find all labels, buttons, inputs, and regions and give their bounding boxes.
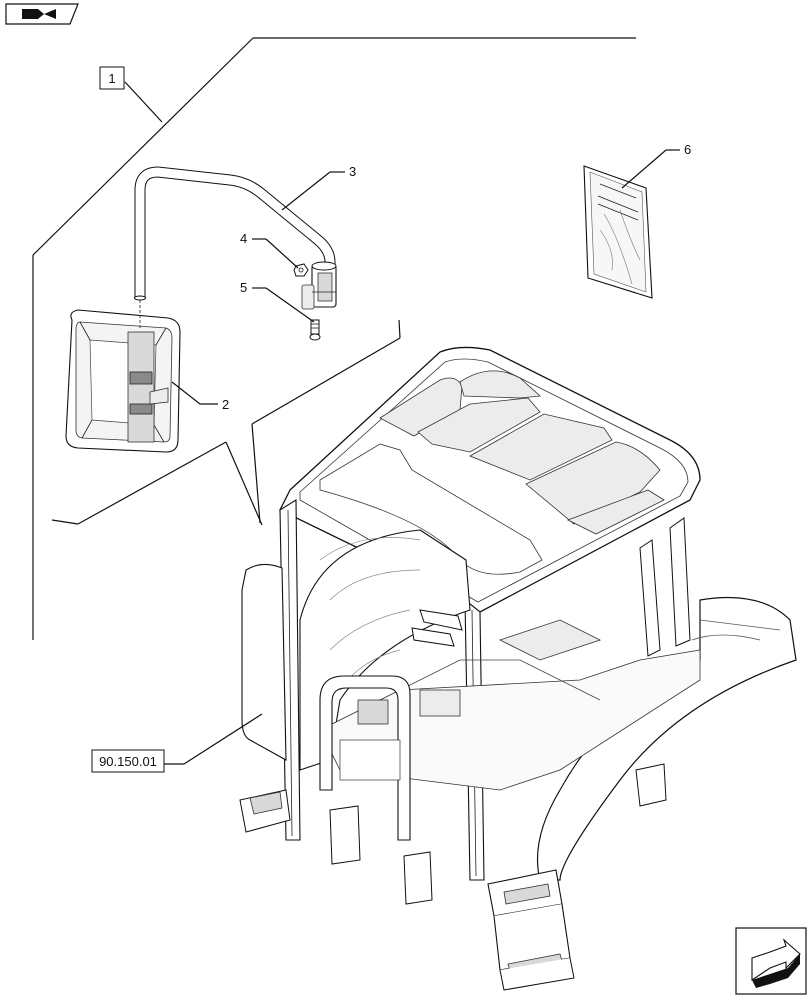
group-callout: 1 xyxy=(99,66,125,90)
mirror xyxy=(65,300,181,453)
callout-3: 3 xyxy=(349,164,356,179)
cab-reference[interactable]: 90.150.01 xyxy=(91,749,165,773)
instruction-booklet xyxy=(583,165,653,299)
mirror-arm xyxy=(134,166,337,310)
callout-5: 5 xyxy=(240,280,247,295)
group-bracket xyxy=(32,37,636,640)
tractor-cab xyxy=(239,346,797,991)
next-page-arrow-icon[interactable] xyxy=(735,927,807,995)
callout-1: 1 xyxy=(108,71,115,86)
callout-4: 4 xyxy=(240,231,247,246)
callout-6: 6 xyxy=(684,142,691,157)
screw xyxy=(309,319,321,341)
callout-2: 2 xyxy=(222,397,229,412)
cab-reference-label: 90.150.01 xyxy=(99,754,157,769)
leader-lines xyxy=(164,149,680,765)
nav-back-icon[interactable] xyxy=(5,3,79,25)
